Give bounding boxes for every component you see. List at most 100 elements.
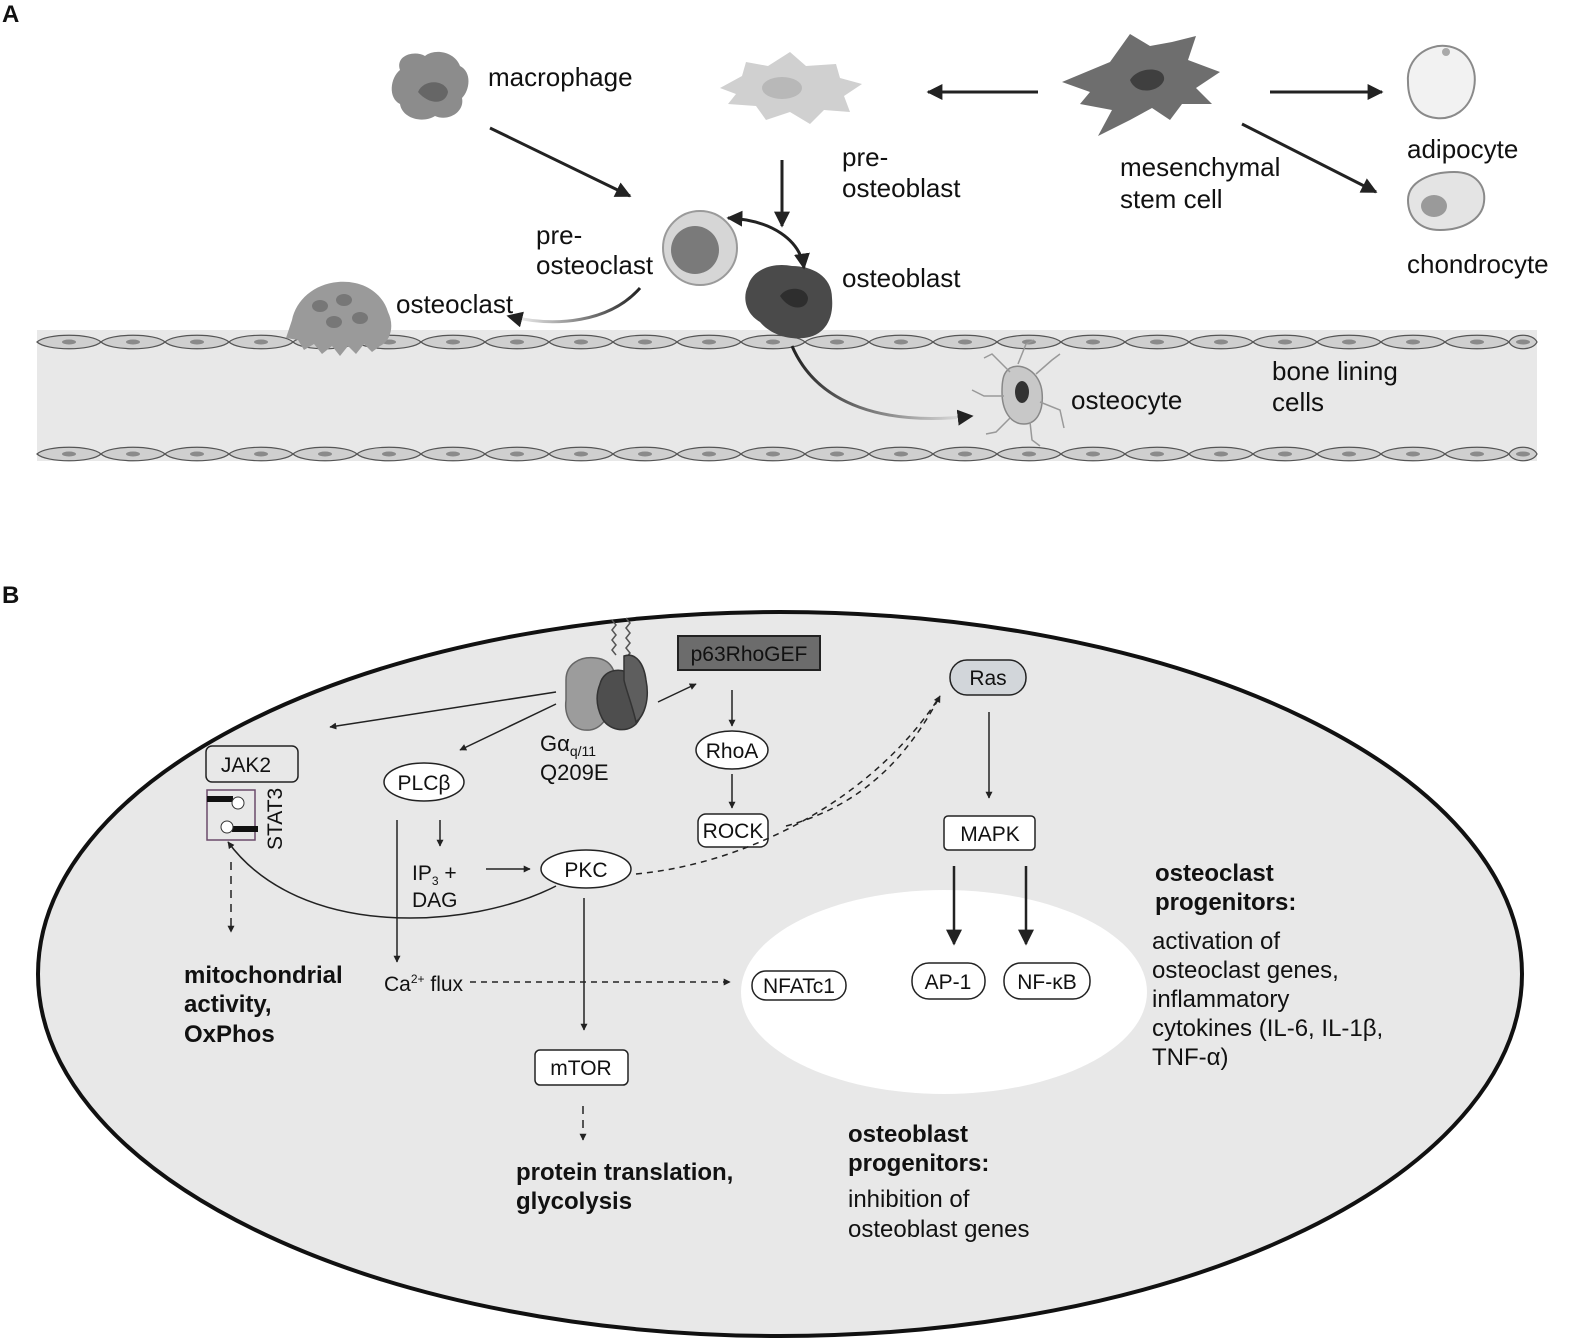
osteoclast-prog-heading-1: osteoclast: [1155, 860, 1274, 887]
bone-lining-cell-nucleus: [1086, 339, 1100, 345]
pkc-node: [540, 849, 632, 889]
arrow-gaq-to-plcb: [459, 703, 557, 751]
mapk-target-arrows: [946, 866, 1034, 946]
ap1-label: AP-1: [925, 971, 972, 994]
mtor-label: mTOR: [550, 1057, 611, 1080]
bone-lining-label-1: bone lining: [1272, 356, 1398, 386]
msc-label-2: stem cell: [1120, 184, 1223, 214]
osteoclast-label: osteoclast: [396, 289, 514, 319]
bone-lining-cell-nucleus: [446, 339, 460, 345]
bone-lining-cell-nucleus: [638, 451, 652, 457]
macrophage-label: macrophage: [488, 62, 633, 92]
bone-lining-cell-nucleus: [574, 339, 588, 345]
plcb-label: PLCβ: [398, 772, 451, 795]
panel-label-b: B: [2, 582, 19, 609]
plcb-node: [383, 762, 465, 802]
stat3-dimer-icon: [206, 789, 258, 841]
arrow-preosteoclast-osteoblast-bidirectional: [726, 210, 810, 270]
bone-lining-cell-nucleus: [638, 339, 652, 345]
adipocyte-cell-icon: [1406, 44, 1476, 120]
dag-label: DAG: [412, 889, 458, 912]
preosteoclast-label-1: pre-: [536, 220, 582, 250]
arrow-pkc-to-ras: [635, 695, 941, 875]
osteocyte-cell-icon: [971, 339, 1065, 447]
preosteoblast-label-1: pre-: [842, 142, 888, 172]
osteoblast-prog-heading-1: osteoblast: [848, 1121, 968, 1148]
osteoclast-prog-body-5: TNF-α): [1152, 1044, 1229, 1071]
arrow-gaq-to-jak2: [329, 691, 557, 730]
pathway-arrows: [227, 683, 993, 1141]
nfatc1-label: NFATc1: [763, 975, 835, 998]
preosteoblast-label-2: osteoblast: [842, 173, 961, 203]
bone-lining-cell-nucleus: [382, 451, 396, 457]
bone-lining-cell-nucleus: [1150, 451, 1164, 457]
bone-lining-cell-nucleus: [1516, 451, 1530, 457]
bone-lining-cell-nucleus: [126, 339, 140, 345]
bone-lining-cell-nucleus: [894, 339, 908, 345]
panel-a-arrows: [489, 84, 1384, 270]
arrow-gaq-to-p63rhogef: [657, 683, 697, 703]
msc-label-1: mesenchymal: [1120, 152, 1280, 182]
bone-lining-cell-nucleus: [190, 339, 204, 345]
adipocyte-label: adipocyte: [1407, 134, 1518, 164]
bone-lining-cell-nucleus: [1278, 339, 1292, 345]
ap1-node: [911, 962, 986, 1000]
mesenchymal-stem-cell-icon: [1062, 34, 1220, 136]
bone-band: [36, 330, 1538, 462]
ca-flux-label: Ca2+ flux: [384, 972, 464, 996]
bone-lining-cell-nucleus: [830, 339, 844, 345]
jak2-label: JAK2: [221, 754, 271, 777]
bone-lining-cell-nucleus: [446, 451, 460, 457]
bone-lining-cell-nucleus: [830, 451, 844, 457]
bone-lining-cell-nucleus: [1214, 339, 1228, 345]
bone-lining-cell-nucleus: [1214, 451, 1228, 457]
bone-lining-cell-nucleus: [1022, 451, 1036, 457]
panel-label-a: A: [2, 1, 19, 28]
bone-lining-cell-nucleus: [1342, 451, 1356, 457]
arrow-pkc-to-stat3: [227, 841, 557, 919]
bone-lining-cell-nucleus: [510, 339, 524, 345]
bone-lining-cell-nucleus: [766, 451, 780, 457]
ras-label: Ras: [969, 667, 1006, 690]
bone-lining-label-2: cells: [1272, 387, 1324, 417]
chondrocyte-cell-icon: [1406, 170, 1486, 232]
bone-lining-cell-nucleus: [894, 451, 908, 457]
mapk-node: [943, 815, 1036, 851]
mito-label-3: OxPhos: [184, 1021, 275, 1048]
bone-lining-cell-nucleus: [62, 339, 76, 345]
bone-lining-cells-bottom: [36, 446, 1538, 462]
ip3-label: IP3 +: [412, 862, 457, 888]
bone-lining-cell-nucleus: [1406, 339, 1420, 345]
preosteoclast-label-2: osteoclast: [536, 250, 654, 280]
bone-lining-cell-nucleus: [126, 451, 140, 457]
jak2-node: [205, 745, 299, 783]
bone-lining-cell-nucleus: [574, 451, 588, 457]
p63rhogef-box: [677, 635, 821, 671]
bone-lining-cell-nucleus: [1470, 451, 1484, 457]
bone-lining-cell-nucleus: [510, 451, 524, 457]
preosteoclast-cell-icon: [662, 210, 738, 286]
nfatc1-node: [751, 970, 847, 1001]
rock-label: ROCK: [703, 820, 764, 843]
stat3-label: STAT3: [264, 788, 287, 850]
protein-label-2: glycolysis: [516, 1188, 632, 1215]
arrow-osteoblast-to-osteocyte: [790, 345, 974, 426]
arrow-preosteoclast-to-osteoclast: [506, 287, 642, 328]
nfkb-node: [1003, 962, 1091, 1000]
bone-lining-cell-nucleus: [702, 339, 716, 345]
osteoclast-prog-body-1: activation of: [1152, 928, 1280, 955]
bone-lining-cell-nucleus: [958, 451, 972, 457]
gaq-mutation-label: Q209E: [540, 760, 609, 785]
bone-lining-cell-nucleus: [62, 451, 76, 457]
bone-lining-cell-nucleus: [1278, 451, 1292, 457]
bone-lining-cell-nucleus: [318, 451, 332, 457]
rhoa-label: RhoA: [706, 740, 759, 763]
bone-lining-cell-nucleus: [1086, 451, 1100, 457]
mtor-node: [534, 1049, 629, 1086]
osteoclast-cell-icon: [286, 281, 392, 356]
mapk-label: MAPK: [960, 823, 1020, 846]
osteoblast-cell-icon: [745, 264, 833, 339]
bone-lining-cell-nucleus: [254, 451, 268, 457]
rock-node: [697, 813, 769, 848]
